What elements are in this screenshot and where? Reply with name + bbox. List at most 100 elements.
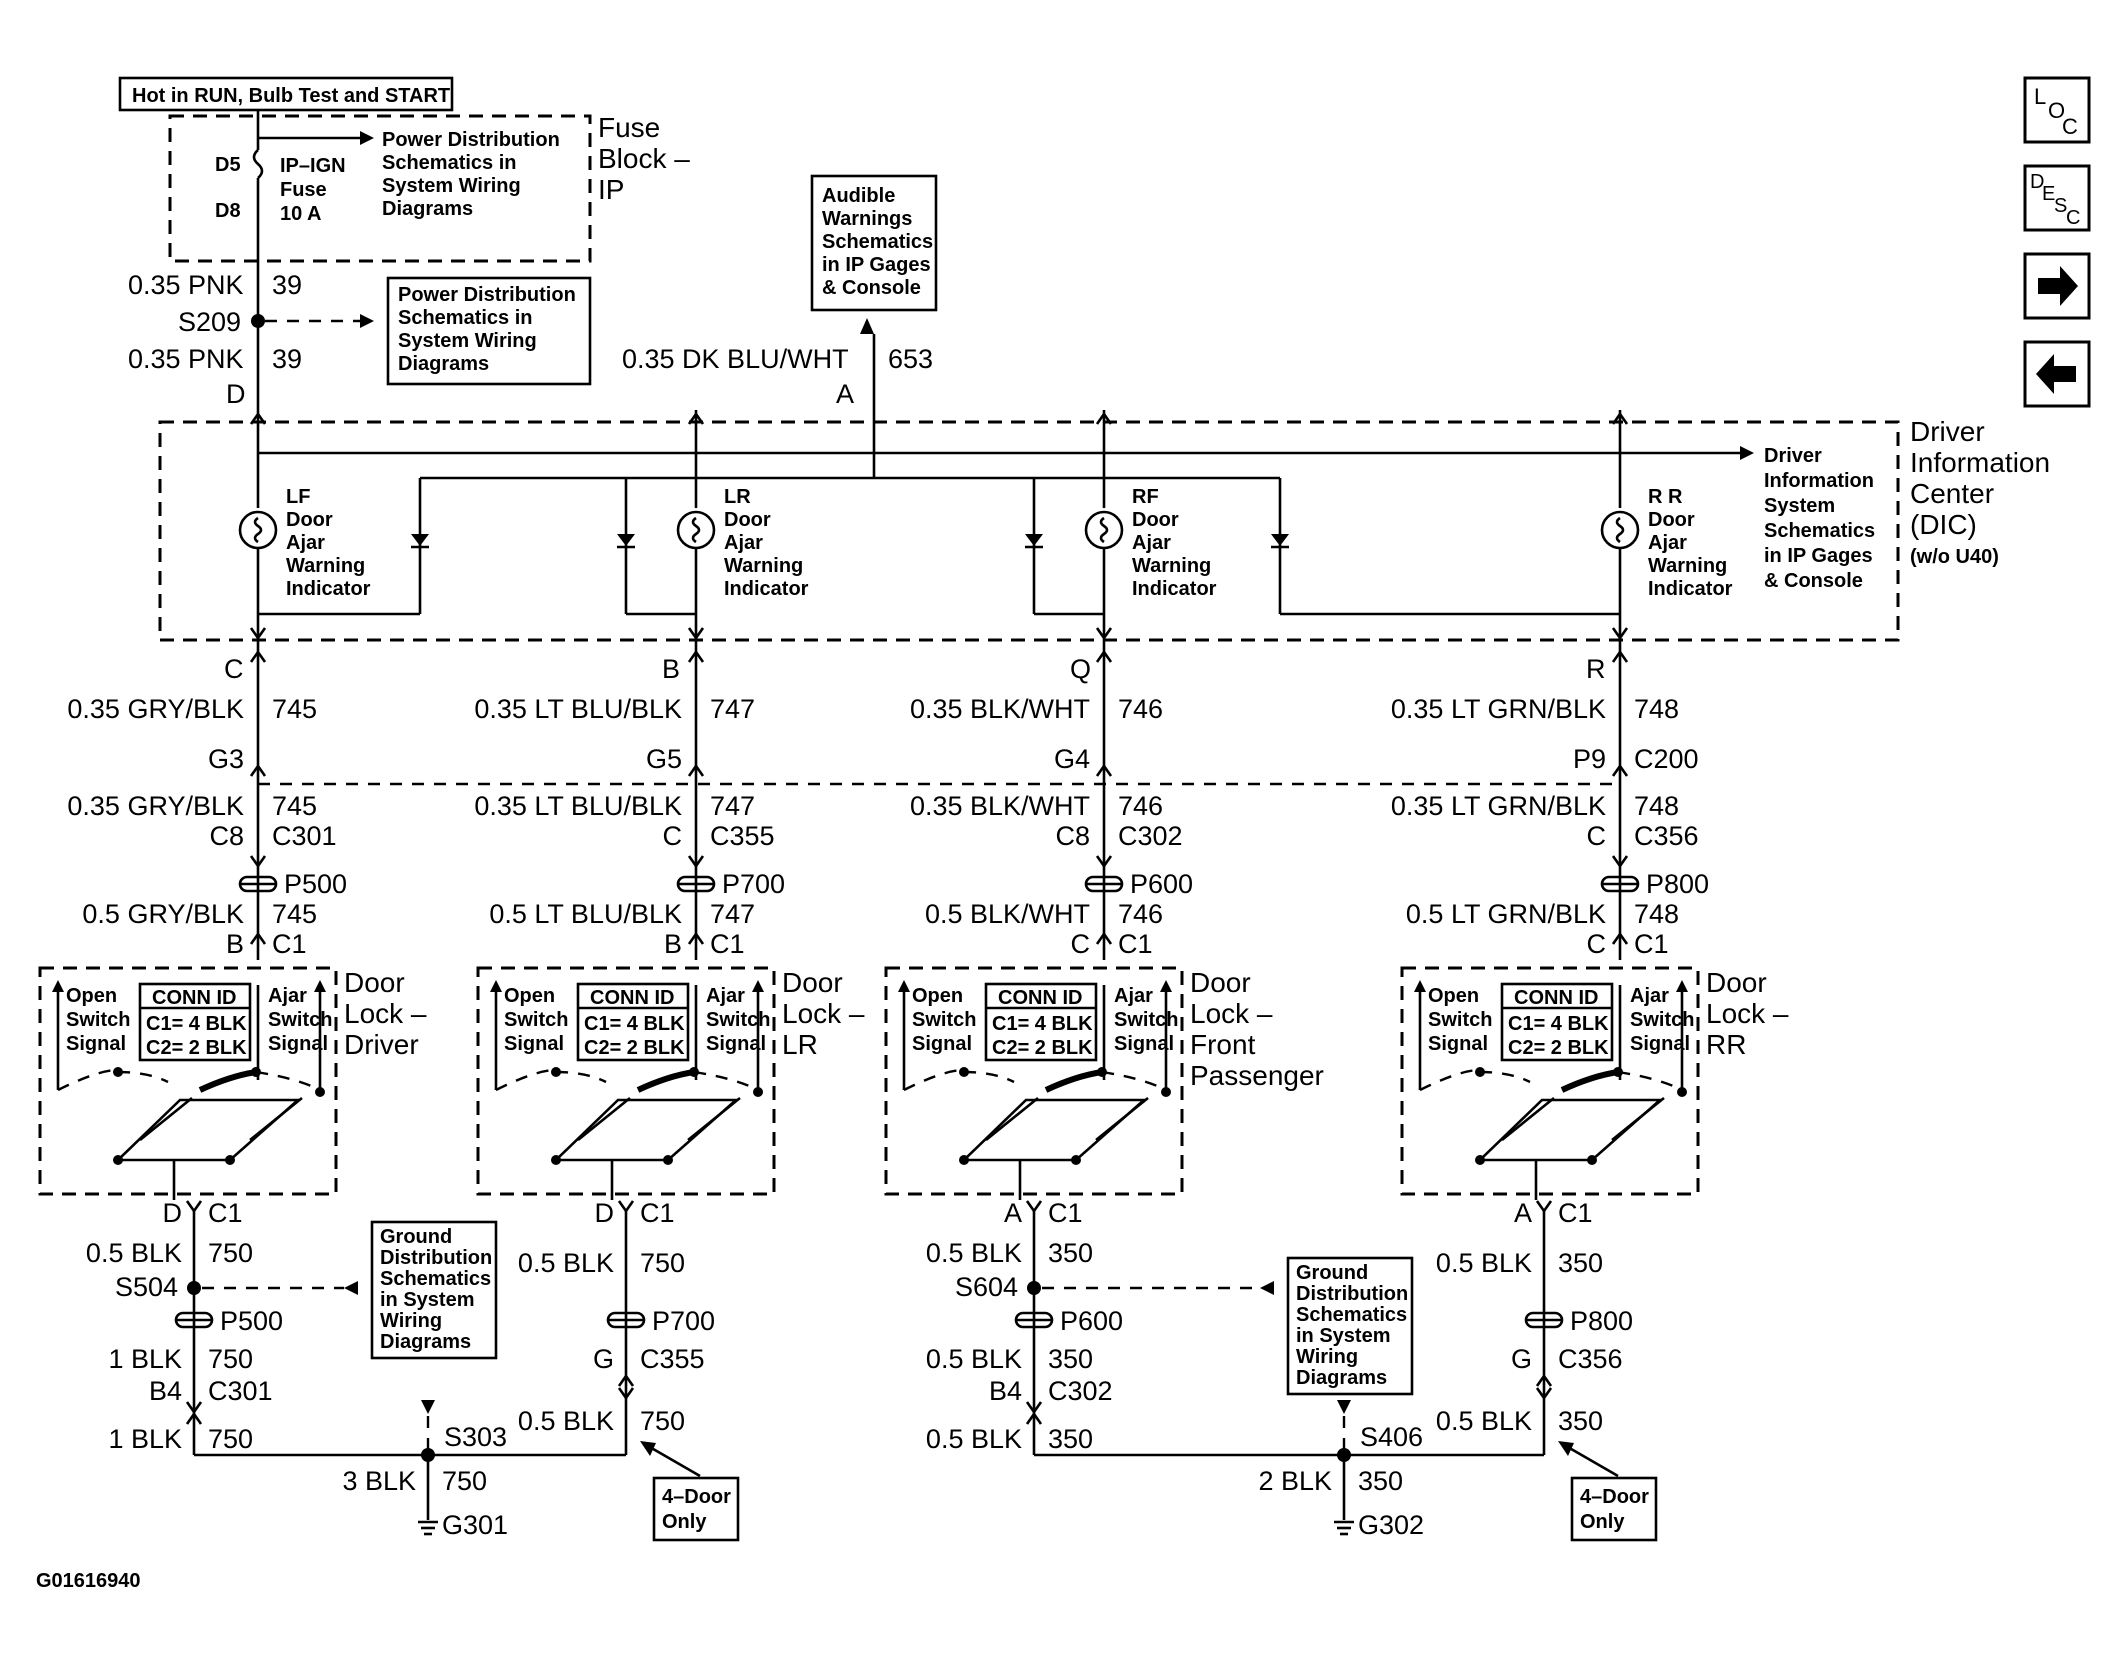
indicator-label: Ajar xyxy=(724,532,763,554)
arrow-icon xyxy=(1558,1441,1574,1456)
door-lock-box xyxy=(884,966,1184,1196)
open-switch-label: Open xyxy=(1428,985,1479,1007)
hot-in-run-label: Hot in RUN, Bulb Test and START xyxy=(132,85,450,107)
pd-text-3: System Wiring xyxy=(382,175,521,197)
loc-button[interactable]: L O C xyxy=(2023,76,2091,144)
switch-contact xyxy=(198,1069,257,1093)
c1-label: C1 xyxy=(710,929,745,959)
door-lock-title: LR xyxy=(782,1029,818,1060)
conn-name: C355 xyxy=(710,821,775,851)
wire-color-1: 0.35 LT BLU/BLK xyxy=(474,694,682,724)
door-lock-title: Door xyxy=(782,967,843,998)
open-switch-label: Signal xyxy=(66,1033,126,1055)
back-button[interactable] xyxy=(2023,340,2091,408)
pin-top: Q xyxy=(1070,654,1091,684)
indicator-lamp-icon xyxy=(676,510,716,550)
connector-chevron-icon xyxy=(687,763,705,777)
connector-chevron-icon xyxy=(617,1373,635,1387)
connector-chevron-icon xyxy=(1535,1200,1553,1214)
indicator-label: Warning xyxy=(286,555,365,577)
pin: D xyxy=(595,1198,615,1228)
connector-chevron-icon xyxy=(687,855,705,869)
conn-id-c2: C2= 2 BLK xyxy=(584,1037,685,1059)
pd-text-1: Power Distribution xyxy=(382,129,560,151)
open-switch-label: Switch xyxy=(912,1009,976,1031)
connector-chevron-icon xyxy=(1611,411,1629,425)
indicator-label: Indicator xyxy=(1132,578,1217,600)
conn-pin: C8 xyxy=(209,821,244,851)
connector-chevron-icon xyxy=(687,627,705,641)
inline-connector-icon xyxy=(1084,875,1124,893)
inline-connector-icon xyxy=(238,875,278,893)
four-door-label: 4–Door xyxy=(662,1486,731,1508)
wire-num-3: 746 xyxy=(1118,899,1163,929)
pd-ref-2: Schematics in xyxy=(398,307,533,329)
wire-color: 1 BLK xyxy=(108,1424,182,1454)
ground-num: 350 xyxy=(1358,1466,1403,1496)
inline-connector-icon xyxy=(1600,875,1640,893)
connector-chevron-icon xyxy=(249,627,267,641)
connector-chevron-icon xyxy=(1611,649,1629,663)
pin-b: B xyxy=(226,929,244,959)
conn-id-c2: C2= 2 BLK xyxy=(146,1037,247,1059)
ground-dist-label: Distribution xyxy=(380,1247,492,1269)
conn-id-c1: C1= 4 BLK xyxy=(1508,1013,1609,1035)
indicator-label: Door xyxy=(1132,509,1179,531)
conn: C301 xyxy=(208,1376,273,1406)
desc-button[interactable]: D E S C xyxy=(2023,164,2091,232)
wire-color: 0.5 BLK xyxy=(926,1424,1022,1454)
fuse-name-3: 10 A xyxy=(280,203,322,225)
ajar-switch-label: Switch xyxy=(706,1009,770,1031)
next-button[interactable] xyxy=(2023,252,2091,320)
wire-num-3: 745 xyxy=(272,899,317,929)
ground-label: G302 xyxy=(1358,1510,1424,1540)
arrow-up-icon xyxy=(314,980,326,992)
audible-num: 653 xyxy=(888,344,933,374)
connector-chevron-icon xyxy=(249,855,267,869)
ground-label: G301 xyxy=(442,1510,508,1540)
p-connector: P800 xyxy=(1570,1306,1633,1336)
splice: S604 xyxy=(955,1272,1018,1302)
door-lock-title: Door xyxy=(1190,967,1251,998)
wire-color: 0.5 BLK xyxy=(518,1406,614,1436)
ground-dist-label: Wiring xyxy=(380,1310,442,1332)
four-door-box xyxy=(1570,1476,1658,1542)
ground-dist-label: Distribution xyxy=(1296,1283,1408,1305)
arrow-up-icon xyxy=(752,980,764,992)
indicator-label: Indicator xyxy=(286,578,371,600)
c1: C1 xyxy=(1048,1198,1083,1228)
open-switch-label: Signal xyxy=(504,1033,564,1055)
wire-color-3: 0.5 GRY/BLK xyxy=(82,899,244,929)
pd-ref-box xyxy=(386,276,592,386)
svg-text:C: C xyxy=(2062,114,2078,139)
door-lock-title: Lock – xyxy=(1706,998,1789,1029)
c1-label: C1 xyxy=(1634,929,1669,959)
ajar-switch-label: Ajar xyxy=(268,985,307,1007)
ground-dist-label: in System xyxy=(1296,1325,1390,1347)
pin-top: C xyxy=(224,654,244,684)
pin-b: B xyxy=(664,929,682,959)
connector-chevron-icon xyxy=(1095,627,1113,641)
wire-num: 750 xyxy=(208,1344,253,1374)
wire-num-1: 748 xyxy=(1634,694,1679,724)
s209-wire-2: 0.35 PNK xyxy=(128,344,244,374)
indicator-lamp-icon xyxy=(1600,510,1640,550)
pin-top: B xyxy=(662,654,680,684)
pd-ref-3: System Wiring xyxy=(398,330,537,352)
fuse-d8: D8 xyxy=(215,200,241,222)
audible-5: & Console xyxy=(822,277,921,299)
indicator-label: Warning xyxy=(1132,555,1211,577)
open-switch-label: Switch xyxy=(504,1009,568,1031)
wire-color-3: 0.5 BLK/WHT xyxy=(925,899,1090,929)
svg-text:S: S xyxy=(2054,195,2067,217)
splice: S303 xyxy=(444,1422,507,1452)
wire-num-1: 745 xyxy=(272,694,317,724)
g-connector: G4 xyxy=(1054,744,1090,774)
c1-label: C1 xyxy=(1118,929,1153,959)
open-switch-label: Open xyxy=(66,985,117,1007)
ground-dist-label: in System xyxy=(380,1289,474,1311)
connector-chevron-icon xyxy=(1095,649,1113,663)
